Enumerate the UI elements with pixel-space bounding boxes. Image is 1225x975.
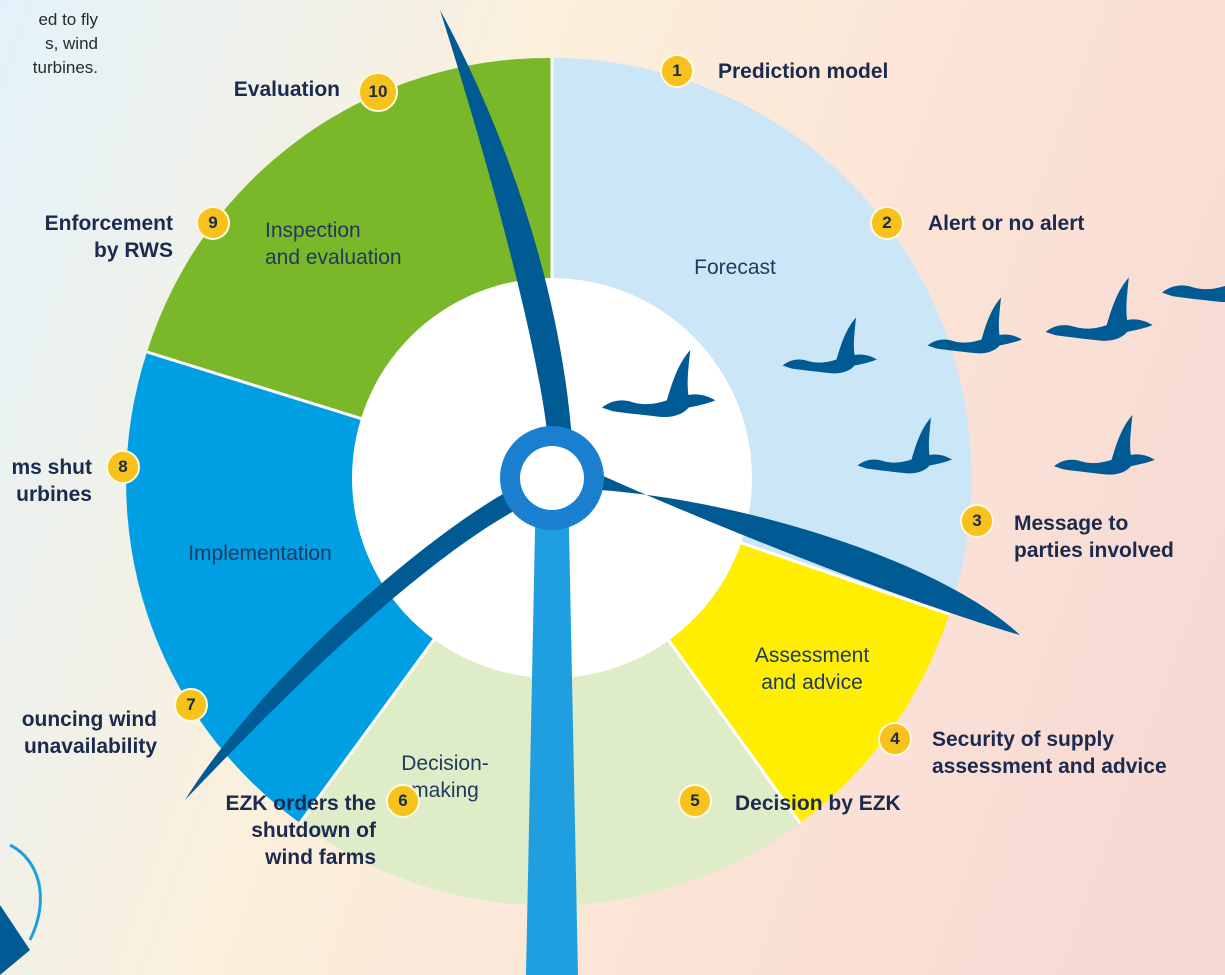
goose-icon-6 xyxy=(1054,415,1155,475)
intro-line: ed to fly xyxy=(38,10,98,29)
step-badge-6: 6 xyxy=(386,784,420,818)
step-badge-4: 4 xyxy=(878,722,912,756)
intro-line: turbines. xyxy=(32,58,98,77)
step-badge-1: 1 xyxy=(660,54,694,88)
phase-label-line: making xyxy=(411,779,479,802)
phase-label-line: and advice xyxy=(761,671,863,694)
step-badge-5: 5 xyxy=(678,784,712,818)
step-label-9: Enforcement by RWS xyxy=(45,210,173,264)
step-label-line: wind farms xyxy=(265,846,376,869)
step-label-5: Decision by EZK xyxy=(735,790,901,817)
step-badge-3: 3 xyxy=(960,504,994,538)
step-badge-9: 9 xyxy=(196,206,230,240)
step-label-8: ms shut urbines xyxy=(11,454,92,508)
turbine-hub-center xyxy=(520,446,584,510)
step-badge-8: 8 xyxy=(106,450,140,484)
step-badge-2: 2 xyxy=(870,206,904,240)
step-label-line: Alert or no alert xyxy=(928,212,1085,235)
phase-label-line: Inspection xyxy=(265,219,361,242)
step-label-line: urbines xyxy=(16,483,92,506)
turbine-blades xyxy=(185,10,1020,800)
step-label-10: Evaluation xyxy=(234,76,340,103)
phase-label-assessment: Assessment and advice xyxy=(722,642,902,696)
phase-label-implementation: Implementation xyxy=(188,542,332,565)
step-label-line: ouncing wind xyxy=(21,708,157,731)
phase-label-line: and evaluation xyxy=(265,246,402,269)
decorative-blade-fragment xyxy=(0,905,30,975)
phase-label-line: Assessment xyxy=(754,644,870,667)
phase-label-decision: Decision- making xyxy=(370,750,520,804)
step-label-line: unavailability xyxy=(23,735,157,758)
step-label-line: ms shut xyxy=(11,456,92,479)
intro-text: ed to fly s, wind turbines. xyxy=(0,8,98,80)
turbine-blade-up xyxy=(440,10,572,440)
step-label-line: assessment and advice xyxy=(932,755,1167,778)
step-label-line: Evaluation xyxy=(233,78,340,101)
turbine-tower xyxy=(526,480,578,975)
step-label-line: Message to xyxy=(1014,512,1129,535)
step-label-4: Security of supply assessment and advice xyxy=(932,726,1167,780)
step-label-line: parties involved xyxy=(1014,539,1174,562)
step-label-line: Enforcement xyxy=(44,212,173,235)
intro-line: s, wind xyxy=(45,34,98,53)
decorative-curve xyxy=(9,843,42,941)
phase-label-forecast: Forecast xyxy=(694,256,776,279)
phase-label-line: Decision- xyxy=(401,752,489,775)
turbine-blade-left xyxy=(185,490,525,800)
step-label-line: EZK orders the xyxy=(225,792,376,815)
step-label-line: shutdown of xyxy=(251,819,376,842)
step-label-7: ouncing wind unavailability xyxy=(22,706,157,760)
goose-icon-4 xyxy=(1045,277,1153,341)
step-label-2: Alert or no alert xyxy=(928,210,1084,237)
step-label-1: Prediction model xyxy=(718,58,888,85)
step-label-3: Message to parties involved xyxy=(1014,510,1174,564)
step-badge-10: 10 xyxy=(358,72,398,112)
turbine-blade-right xyxy=(590,470,1020,635)
step-label-line: Security of supply xyxy=(932,728,1115,751)
step-label-6: EZK orders the shutdown of wind farms xyxy=(225,790,376,871)
goose-icon-7 xyxy=(1162,235,1225,303)
step-label-line: Prediction model xyxy=(718,60,889,83)
step-label-line: Decision by EZK xyxy=(735,792,901,815)
step-label-line: by RWS xyxy=(94,239,173,262)
phase-label-inspection: Inspection and evaluation xyxy=(265,217,465,271)
step-badge-7: 7 xyxy=(174,688,208,722)
